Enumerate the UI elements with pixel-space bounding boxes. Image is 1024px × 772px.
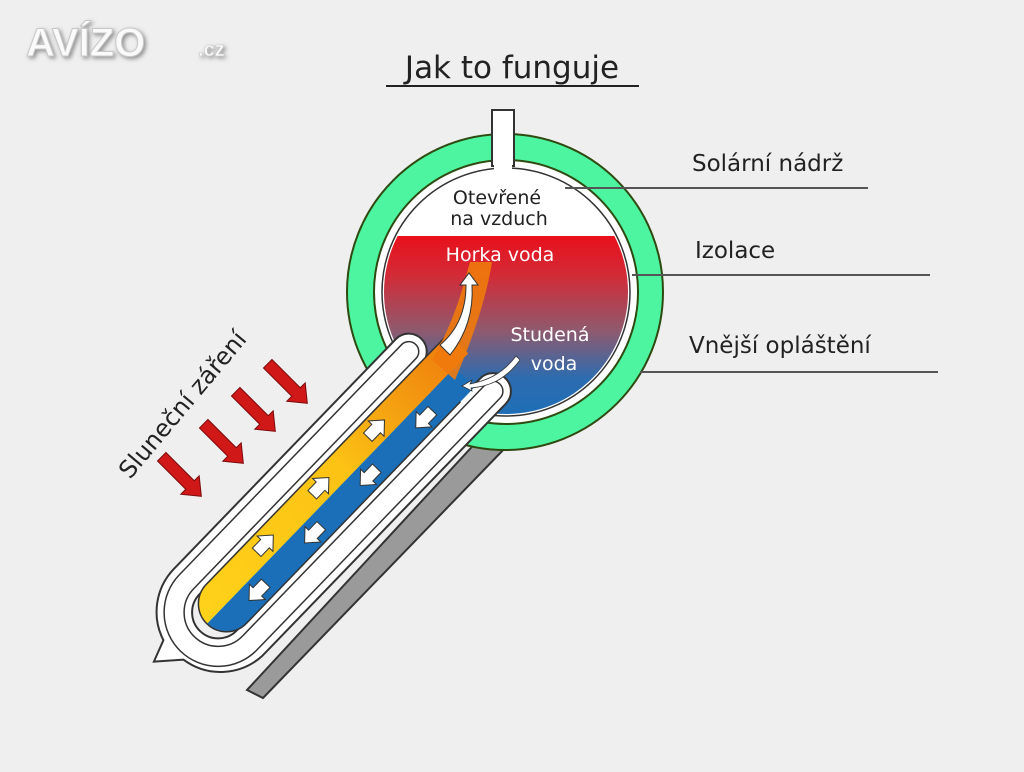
logo-suffix: .cz — [198, 39, 225, 61]
logo-text: AVÍZO — [26, 20, 145, 65]
hot-water-label: Horka voda — [446, 244, 555, 266]
rising-arrow-icon — [439, 272, 479, 356]
sun-ray-arrow-icon — [198, 418, 244, 464]
cold-fluid — [206, 367, 475, 632]
vacuum-tube — [152, 332, 512, 673]
vent-pipe-joint — [494, 150, 512, 170]
arrow-down-icon — [248, 578, 271, 602]
arrow-up-icon — [251, 534, 274, 558]
sun-ray-arrow-icon — [230, 386, 276, 432]
cold-water-label-1: Studená — [511, 324, 590, 346]
sun-ray-arrow-icon — [156, 451, 202, 497]
cold-water-label-2: voda — [531, 353, 578, 375]
sun-rays — [156, 358, 308, 497]
tank-label: Solární nádrž — [692, 151, 843, 177]
sinking-arrow-icon — [461, 355, 521, 392]
arrow-down-icon — [415, 405, 438, 429]
arrow-down-icon — [359, 463, 382, 486]
sun-ray-arrow-icon — [262, 358, 308, 404]
flow-arrows-up — [251, 419, 385, 558]
heat-pipe-outline — [197, 333, 462, 633]
arrow-up-icon — [362, 419, 385, 443]
page-title: Jak to funguje — [403, 50, 619, 86]
arrow-up-icon — [307, 476, 330, 500]
open-air-label-1: Otevřené — [453, 187, 541, 209]
flow-arrows-down — [248, 405, 438, 602]
outer-shell-label: Vnější opláštění — [689, 333, 871, 359]
insulation-label: Izolace — [695, 238, 775, 264]
arrow-down-icon — [304, 520, 327, 544]
open-air-label-2: na vzduch — [450, 208, 548, 230]
avizo-logo[interactable]: AVÍZO .cz — [26, 20, 225, 66]
